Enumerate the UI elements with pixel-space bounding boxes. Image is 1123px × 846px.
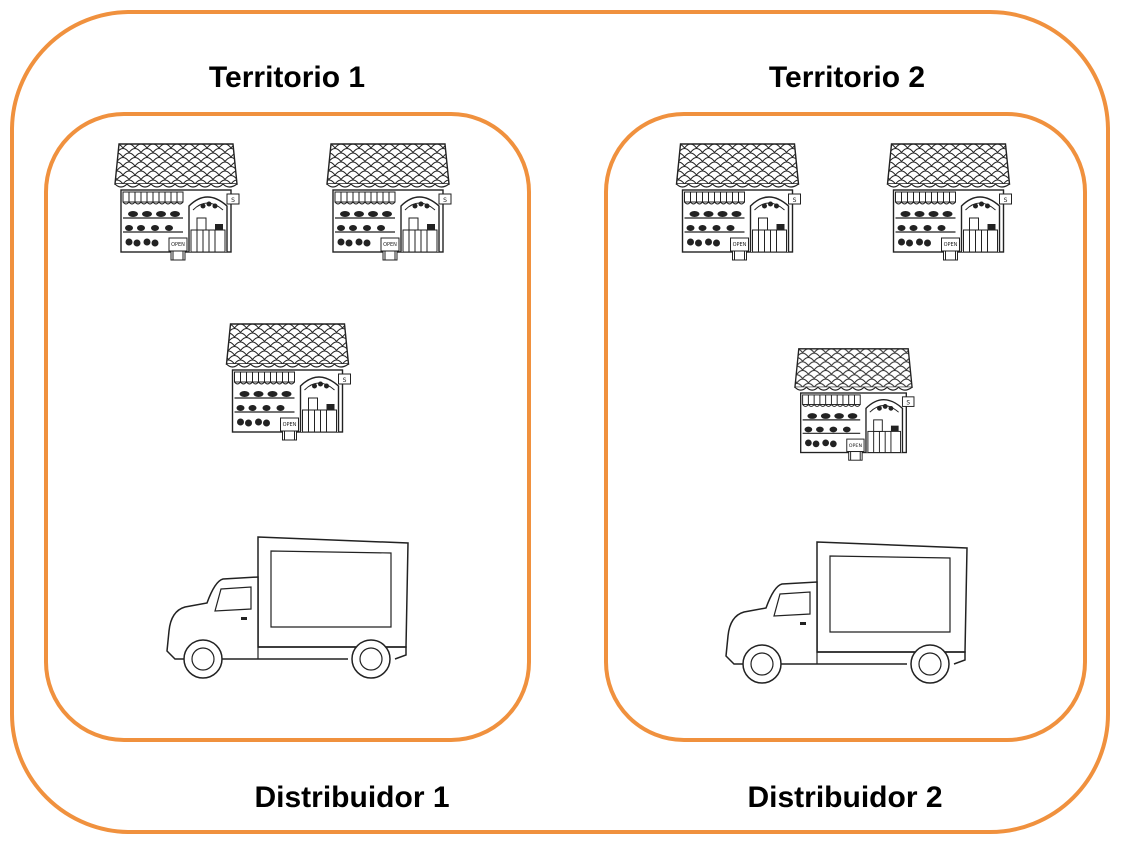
territory-2-title: Territorio 2 <box>768 61 926 94</box>
store-icon <box>220 320 355 445</box>
distributor-2-label: Distribuidor 2 <box>747 781 943 814</box>
store-icon <box>882 140 1015 265</box>
market-frame <box>10 10 1110 834</box>
store-icon <box>670 140 805 265</box>
store-icon <box>323 140 453 265</box>
store-icon <box>786 345 921 465</box>
distributor-1-label: Distribuidor 1 <box>254 781 450 814</box>
delivery-truck-icon <box>722 540 977 690</box>
territory-1-box <box>44 112 531 742</box>
store-icon <box>111 140 241 265</box>
territory-2-box <box>604 112 1087 742</box>
delivery-truck-icon <box>163 535 418 685</box>
territory-1-title: Territorio 1 <box>208 61 366 94</box>
